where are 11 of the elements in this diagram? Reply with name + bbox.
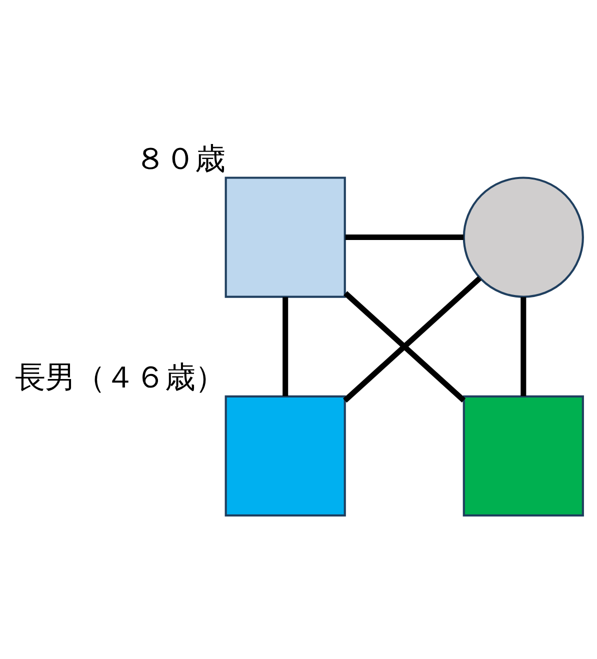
connector: [344, 290, 466, 402]
node-circle: [462, 176, 584, 298]
connector: [345, 234, 464, 240]
node-label: ８０歳: [135, 141, 226, 176]
node-box: [224, 176, 346, 298]
node-box: [224, 394, 346, 516]
connector: [282, 296, 288, 396]
connector: [520, 296, 526, 396]
connector: [343, 276, 482, 402]
node-box: [462, 394, 584, 516]
node-label: 長男（４６歳）: [14, 360, 225, 396]
